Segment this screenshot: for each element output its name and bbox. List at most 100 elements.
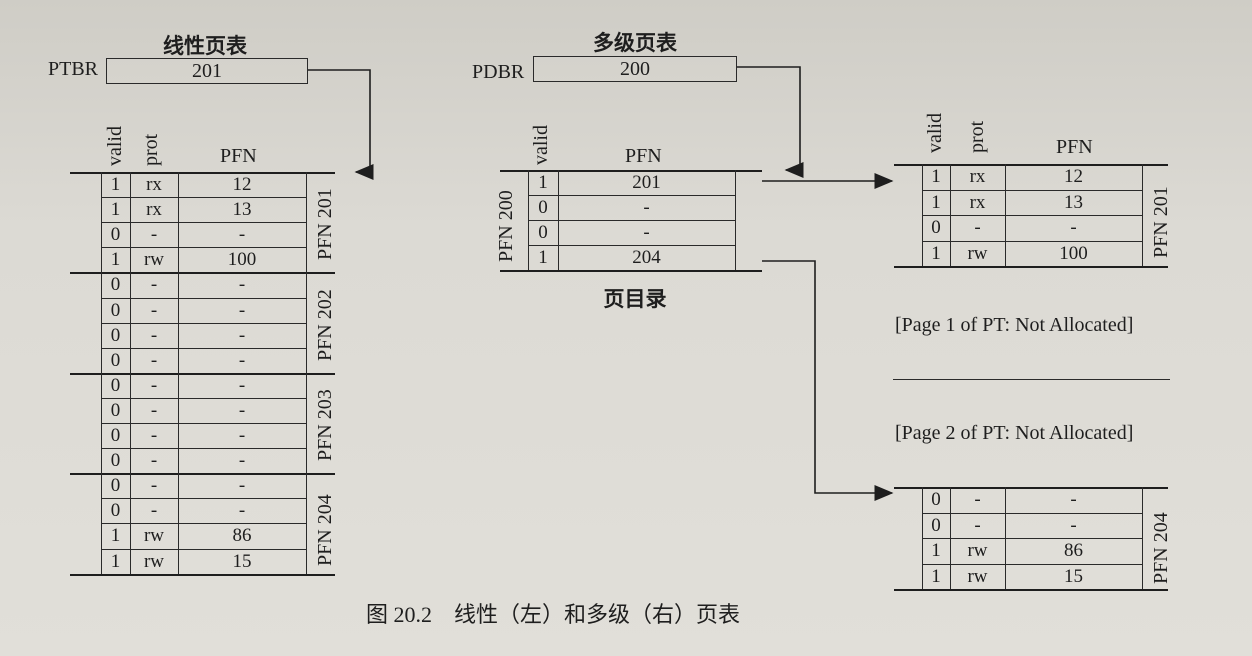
pt201-valid-cell: 1: [931, 191, 941, 213]
linear-pfn-cell: -: [238, 224, 246, 246]
linear-prot-cell: -: [150, 224, 158, 246]
linear-row-line: [101, 423, 306, 424]
linear-prot-cell: -: [150, 374, 158, 396]
directory-pfn-cell: -: [643, 197, 650, 218]
pt204-column-line: [1005, 487, 1006, 589]
directory-caption: 页目录: [603, 287, 667, 311]
linear-pfn-cell: -: [238, 299, 246, 321]
pt204-valid-cell: 1: [931, 565, 941, 587]
linear-title: 线性页表: [163, 34, 247, 58]
linear-row-line: [101, 448, 306, 450]
linear-prot-cell: -: [150, 299, 158, 321]
linear-valid-cell: 0: [110, 500, 121, 522]
pt201-group-line: [894, 266, 1168, 268]
linear-group-line: [70, 272, 335, 275]
pt204-pfn-cell: -: [1070, 489, 1077, 510]
pt201-pfn-header: PFN: [1056, 136, 1093, 158]
pt204-group-line: [894, 589, 1168, 591]
ptbr-arrow: [308, 69, 374, 180]
directory-entry-204-arrow: [762, 260, 894, 501]
pt204-row-line: [922, 538, 1142, 539]
pt204-pfn-cell: 86: [1064, 540, 1083, 561]
linear-group-line: [70, 573, 335, 576]
linear-prot-cell: -: [150, 475, 158, 497]
linear-column-line: [178, 172, 179, 574]
linear-pfn-cell: -: [238, 475, 246, 497]
directory-valid-cell: 0: [538, 197, 548, 218]
linear-row-line: [101, 523, 306, 525]
pt204-prot-cell: rw: [967, 540, 988, 561]
pt201-valid-cell: 0: [931, 217, 941, 238]
linear-pfn-header: PFN: [220, 145, 257, 167]
directory-group-line: [500, 270, 762, 272]
ptbr-register: 201: [106, 58, 308, 84]
linear-column-line: [101, 172, 102, 574]
pt201-valid-cell: 1: [931, 166, 941, 187]
directory-valid-cell: 1: [538, 172, 548, 193]
pt204-valid-cell: 0: [931, 489, 941, 510]
pt204-pfn-cell: -: [1070, 514, 1077, 536]
linear-row-line: [101, 498, 306, 500]
linear-prot-cell: -: [150, 450, 158, 472]
pt204-column-line: [950, 487, 951, 589]
linear-pfn-cell: -: [238, 324, 246, 346]
linear-pfn-cell: -: [238, 450, 246, 472]
linear-pfn-cell: -: [238, 349, 246, 371]
linear-row-line: [101, 322, 306, 324]
linear-prot-cell: -: [150, 349, 158, 371]
linear-valid-cell: 0: [110, 349, 121, 371]
directory-valid-cell: 0: [538, 222, 548, 243]
pt201-valid-cell: 1: [931, 242, 941, 264]
linear-pfn-cell: -: [238, 500, 246, 522]
linear-row-line: [101, 222, 306, 224]
linear-valid-cell: 0: [110, 450, 121, 472]
pt204-prot-cell: rw: [967, 565, 988, 587]
pt201-pfn-cell: 12: [1064, 166, 1083, 187]
linear-prot-cell: rw: [143, 525, 165, 547]
directory-pfn-header: PFN: [625, 145, 662, 167]
linear-valid-cell: 0: [110, 425, 121, 446]
linear-group-line: [70, 372, 335, 375]
multi-title: 多级页表: [593, 31, 677, 55]
pdbr-arrow: [737, 66, 804, 178]
pt201-row-line: [922, 189, 1142, 191]
directory-row-line: [528, 220, 735, 221]
pt201-pfn-cell: -: [1070, 217, 1077, 238]
linear-valid-cell: 0: [110, 224, 121, 246]
directory-pfn-cell: 201: [632, 172, 661, 193]
directory-row-line: [528, 245, 735, 246]
linear-valid-cell: 1: [110, 525, 121, 547]
directory-pfn-cell: -: [643, 222, 650, 243]
pt201-row-line: [922, 240, 1142, 242]
directory-row-line: [528, 195, 735, 196]
linear-prot-cell: rx: [146, 199, 162, 221]
directory-top-line: [500, 170, 762, 172]
pdbr-register: 200: [533, 56, 737, 82]
pt204-row-line: [922, 563, 1142, 565]
linear-pfn-cell: -: [238, 374, 246, 396]
linear-prot-cell: -: [150, 500, 158, 522]
linear-row-line: [101, 397, 306, 399]
linear-pfn-cell: 15: [232, 550, 252, 572]
linear-prot-cell: rx: [146, 174, 162, 195]
pt204-valid-cell: 1: [931, 540, 941, 561]
pdbr-label: PDBR: [472, 61, 525, 83]
linear-pfn-cell: 100: [227, 249, 257, 271]
linear-prot-cell: -: [150, 399, 158, 421]
linear-valid-cell: 0: [110, 274, 121, 296]
pt204-column-line: [922, 487, 923, 589]
linear-valid-cell: 1: [110, 199, 121, 221]
pt204-valid-cell: 0: [931, 514, 941, 536]
not-allocated-page-1: [Page 1 of PT: Not Allocated]: [895, 314, 1134, 336]
pt204-top-line: [894, 487, 1168, 489]
linear-pfn-cell: -: [238, 274, 246, 296]
linear-valid-cell: 1: [110, 249, 121, 271]
linear-pfn-cell: -: [238, 425, 246, 446]
linear-row-line: [101, 548, 306, 550]
linear-pfn-cell: 12: [232, 174, 252, 195]
linear-valid-cell: 0: [110, 299, 121, 321]
linear-prot-cell: -: [150, 274, 158, 296]
directory-column-line: [558, 170, 559, 270]
